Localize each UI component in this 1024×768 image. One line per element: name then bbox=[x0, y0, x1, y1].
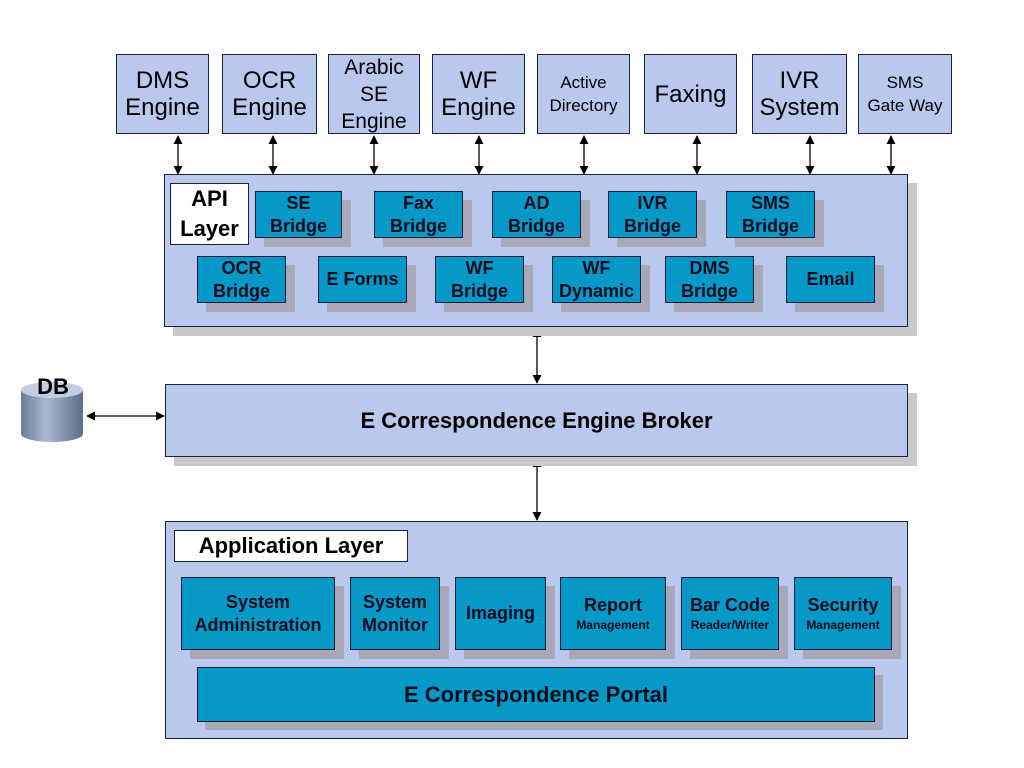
sms-bridge: SMS Bridge bbox=[726, 191, 815, 238]
api-layer-title: API Layer bbox=[170, 183, 249, 245]
email-bridge: Email bbox=[786, 256, 875, 303]
engine-broker-title: E Correspondence Engine Broker bbox=[360, 407, 713, 433]
ocr-bridge: OCR Bridge bbox=[197, 256, 286, 303]
ad-bridge: AD Bridge bbox=[492, 191, 581, 238]
module-subtitle: Management bbox=[576, 618, 650, 632]
se-bridge: SE Bridge bbox=[255, 191, 342, 238]
module-imaging: Imaging bbox=[455, 577, 546, 650]
engine-arabic-se: Arabic SE Engine bbox=[328, 54, 420, 134]
database-icon bbox=[21, 382, 83, 442]
module-security-management: Security Management bbox=[794, 577, 892, 650]
engine-sms-gateway: SMS Gate Way bbox=[858, 54, 952, 134]
application-layer-title: Application Layer bbox=[174, 530, 408, 562]
module-system-administration: System Administration bbox=[181, 577, 335, 650]
module-title: Imaging bbox=[465, 603, 535, 623]
engine-wf: WF Engine bbox=[432, 54, 525, 134]
engine-ocr: OCR Engine bbox=[222, 54, 317, 134]
module-bar-code: Bar Code Reader/Writer bbox=[681, 577, 779, 650]
module-subtitle: Management bbox=[806, 618, 880, 632]
module-subtitle: Reader/Writer bbox=[690, 618, 770, 632]
engine-ivr: IVR System bbox=[752, 54, 847, 134]
db-label: DB bbox=[37, 374, 69, 399]
module-title: System Monitor bbox=[362, 591, 428, 635]
module-system-monitor: System Monitor bbox=[350, 577, 440, 650]
engine-dms: DMS Engine bbox=[116, 54, 209, 134]
engine-active-directory: Active Directory bbox=[537, 54, 630, 134]
ivr-bridge: IVR Bridge bbox=[608, 191, 697, 238]
module-report-management: Report Management bbox=[560, 577, 666, 650]
fax-bridge: Fax Bridge bbox=[374, 191, 463, 238]
module-title: Security bbox=[807, 595, 879, 615]
dms-bridge: DMS Bridge bbox=[665, 256, 754, 303]
module-title: System Administration bbox=[194, 591, 322, 635]
wf-bridge: WF Bridge bbox=[435, 256, 524, 303]
engine-faxing: Faxing bbox=[644, 54, 737, 134]
module-title: Bar Code bbox=[689, 595, 770, 615]
engine-broker-panel bbox=[165, 384, 908, 457]
wf-dynamic: WF Dynamic bbox=[552, 256, 641, 303]
e-correspondence-portal: E Correspondence Portal bbox=[197, 667, 875, 722]
module-title: Report bbox=[584, 595, 642, 615]
e-forms: E Forms bbox=[318, 256, 407, 303]
